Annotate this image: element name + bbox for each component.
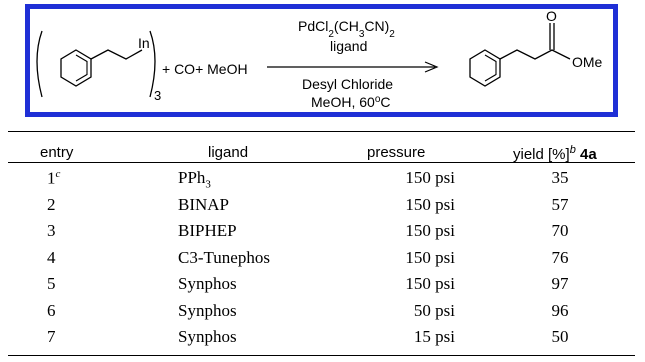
cell-pressure: 15 psi (413, 327, 455, 346)
cell-yield: 76 (551, 247, 569, 267)
header-yield-footnote: b (569, 144, 576, 156)
reagent-catalyst: PdCl2(CH3CN)2 (298, 18, 395, 40)
product-chain (499, 49, 571, 60)
reactant-subscript: 3 (154, 88, 161, 103)
cell-yield: 97 (551, 274, 569, 293)
table-row: 5 Synphos 150 psi 97 (0, 272, 645, 299)
table-row: 6 Synphos 50 psi 96 (0, 299, 645, 326)
coreactants: + CO+ MeOH (162, 61, 248, 77)
carbonyl-oxygen: O (546, 9, 557, 24)
table-rule-bottom (8, 355, 635, 356)
table-row: 1c PPh3 150 psi 35 (0, 166, 645, 193)
table-row: 3 BIPHEP 150 psi 70 (0, 219, 645, 246)
table-rule-header (8, 162, 635, 163)
cell-entry: 4 (47, 247, 56, 267)
cell-ligand: Synphos (178, 327, 237, 346)
header-yield-prefix: yield [%] (513, 146, 570, 163)
cell-yield: 50 (551, 327, 569, 346)
cell-yield: 70 (551, 221, 569, 240)
cell-ligand: Synphos (178, 274, 237, 293)
right-bracket (149, 30, 156, 98)
cell-pressure: 150 psi (405, 274, 455, 293)
cell-ligand: PPh3 (178, 168, 211, 191)
cell-entry: 5 (47, 274, 56, 293)
reaction-scheme: In 3 3 + CO+ MeOH PdCl2(CH3CN)2 ligand D… (25, 4, 618, 117)
cell-ligand: BIPHEP (178, 221, 237, 240)
cell-yield: 57 (551, 194, 569, 214)
table-row: 2 BINAP 150 psi 57 (0, 193, 645, 220)
cell-pressure: 50 psi (413, 300, 455, 320)
cell-entry: 3 (47, 221, 56, 240)
header-entry: entry (40, 144, 74, 161)
cell-ligand: BINAP (178, 194, 230, 214)
reactant-label: 3 (90, 111, 97, 112)
product-ring-inner (484, 54, 497, 82)
reactant-metal: In (138, 35, 150, 51)
reagent-ligand: ligand (330, 38, 367, 54)
cell-entry: 7 (47, 327, 56, 346)
table-row: 4 C3-Tunephos 150 psi 76 (0, 246, 645, 273)
cell-yield: 35 (551, 168, 569, 187)
reaction-arrow-head (424, 61, 439, 73)
product-label: 4a (544, 111, 559, 112)
cell-entry: 1c (47, 168, 61, 188)
reagent-conditions: MeOH, 60oC (311, 94, 391, 111)
header-ligand: ligand (208, 144, 249, 161)
reactant-ring-inner (75, 54, 88, 82)
cell-pressure: 150 psi (405, 194, 455, 214)
product-group: OMe (572, 54, 603, 70)
table-rule-top (8, 131, 635, 132)
scheme-drawing: In 3 3 + CO+ MeOH PdCl2(CH3CN)2 ligand D… (36, 9, 603, 112)
table-row: 7 Synphos 15 psi 50 (0, 325, 645, 352)
reactant-chain (90, 49, 143, 60)
reagent-additive: Desyl Chloride (302, 76, 393, 92)
cell-pressure: 150 psi (405, 247, 455, 267)
header-pressure: pressure (367, 144, 426, 161)
table-body: 1c PPh3 150 psi 35 2 BINAP 150 psi 57 3 … (0, 166, 645, 352)
left-bracket (36, 30, 43, 98)
cell-ligand: C3-Tunephos (178, 247, 270, 267)
cell-entry: 6 (47, 300, 56, 320)
header-yield: yield [%]b 4a (513, 144, 597, 163)
cell-pressure: 150 psi (405, 221, 455, 240)
header-yield-compound: 4a (580, 146, 597, 163)
cell-yield: 96 (551, 300, 569, 320)
cell-pressure: 150 psi (405, 168, 455, 187)
cell-entry: 2 (47, 194, 56, 214)
cell-ligand: Synphos (178, 300, 237, 320)
